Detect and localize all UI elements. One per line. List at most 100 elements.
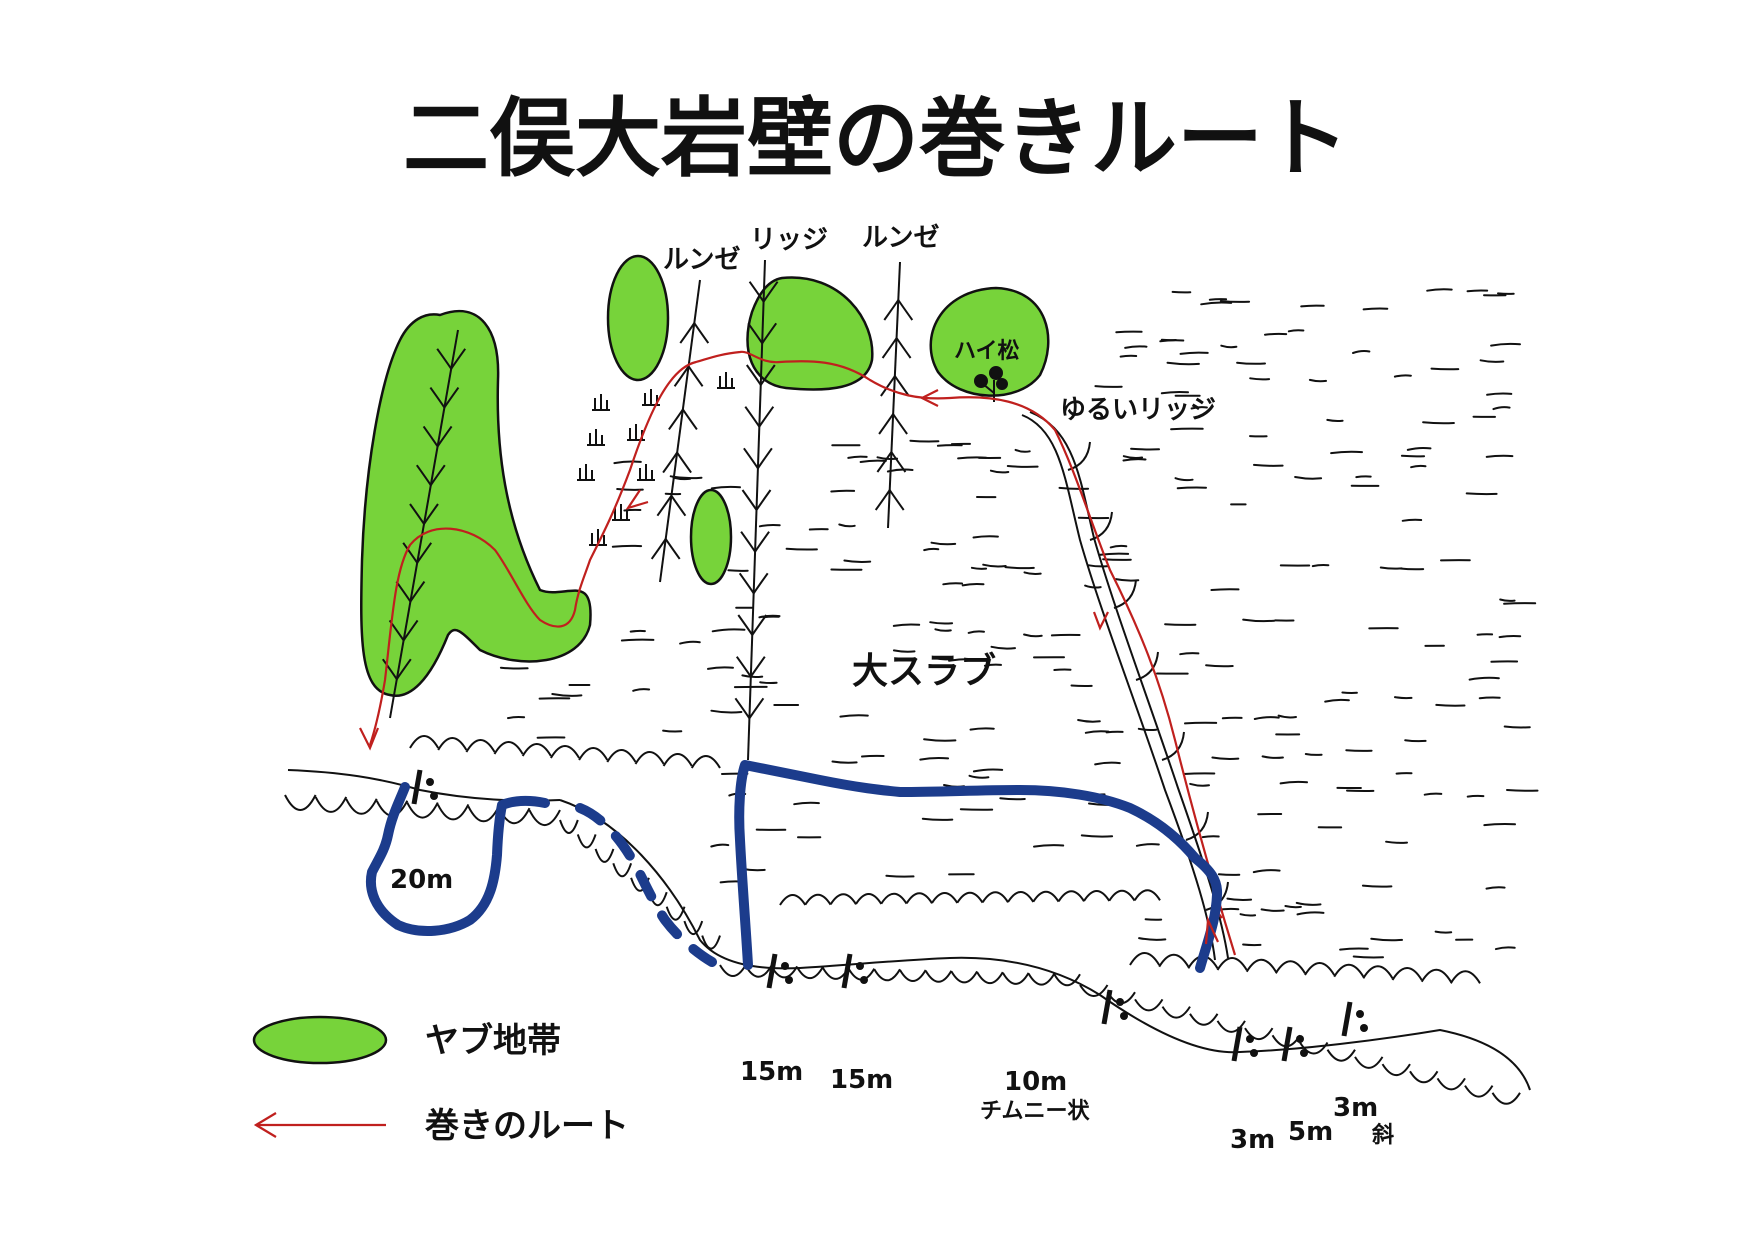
gully-chevron xyxy=(738,572,769,596)
legend-route-label: 巻きのルート xyxy=(425,1106,629,1146)
slab-dash xyxy=(1208,298,1228,301)
gully-chevron xyxy=(745,364,776,387)
blue-route-arrowhead xyxy=(1204,915,1220,945)
slab-dash xyxy=(1252,869,1281,874)
haimatsu-icon xyxy=(974,366,1008,402)
slab-dash xyxy=(1137,727,1158,731)
slab-dash xyxy=(1479,359,1505,363)
cliff-scallop xyxy=(956,891,984,904)
slab-dash xyxy=(1311,563,1330,568)
slab-dash xyxy=(611,544,643,548)
slab-dash xyxy=(1494,946,1516,951)
slab-dash xyxy=(1122,455,1144,459)
cliff-scallop xyxy=(1189,1013,1219,1026)
cliff-scallop xyxy=(576,834,597,849)
cliff-scallop xyxy=(662,753,693,767)
cliff-scallop xyxy=(578,747,609,761)
slab-dash xyxy=(1339,947,1369,951)
slab-dash xyxy=(1330,450,1363,455)
slab-dash xyxy=(1261,755,1284,759)
slab-dash xyxy=(620,638,655,642)
legend-bush-swatch xyxy=(252,1015,388,1065)
slab-dash xyxy=(839,714,869,718)
slab-dash xyxy=(1189,782,1210,787)
grass-tuft xyxy=(612,504,630,521)
detour-route xyxy=(368,350,1237,956)
label-slant: 斜 xyxy=(1371,1122,1394,1148)
cliff-scallop xyxy=(612,862,633,878)
ridge-hook xyxy=(1135,651,1159,681)
slab-dash xyxy=(1485,886,1506,890)
gully-chevron xyxy=(436,348,467,371)
slab-dash xyxy=(1399,567,1425,571)
slab-dash xyxy=(968,774,990,779)
cliff-scallop xyxy=(1108,889,1136,902)
slab-dash xyxy=(1077,719,1101,723)
gully-chevron xyxy=(429,387,460,410)
slab-dash xyxy=(1205,664,1234,668)
slab-dash xyxy=(831,760,858,764)
slab-dash xyxy=(989,469,1010,474)
waterfall-dot xyxy=(1300,1049,1308,1057)
slab-dash xyxy=(1242,943,1262,947)
slab-dash xyxy=(1115,578,1140,582)
slab-dash xyxy=(892,623,921,627)
cliff-scallop xyxy=(493,741,524,755)
slab-dash xyxy=(1345,749,1373,752)
cliff-scallop xyxy=(437,737,468,751)
cliff-scallop xyxy=(550,745,580,759)
slab-dash xyxy=(847,455,868,459)
slab-dash xyxy=(1084,730,1110,734)
cliff-scallop xyxy=(1304,962,1336,976)
gully-lines xyxy=(381,259,914,761)
slab-dash xyxy=(967,630,985,634)
slab-dash xyxy=(1217,873,1241,876)
cliff-scallop xyxy=(1079,984,1109,997)
slab-dash xyxy=(942,582,964,586)
cliff-scallop xyxy=(1333,963,1365,978)
slab-dash xyxy=(1468,676,1500,681)
slab-dash xyxy=(1406,446,1432,451)
slab-dash xyxy=(679,640,701,645)
cliff-scallop xyxy=(1053,973,1081,987)
slab-dash xyxy=(1426,288,1453,292)
cliff-scallop xyxy=(1216,1020,1246,1033)
slab-dash xyxy=(1361,884,1393,888)
ridge-hook xyxy=(1113,579,1137,609)
gully-chevron xyxy=(878,412,908,435)
slab-dash xyxy=(1410,464,1427,469)
gully-chevron xyxy=(415,464,446,488)
slab-dash xyxy=(1201,835,1220,839)
cliff-scallop xyxy=(719,964,747,977)
slab-dash xyxy=(972,535,999,539)
gully-chevron xyxy=(422,425,453,449)
gully-chevron xyxy=(402,542,433,565)
cliff-scallop xyxy=(981,891,1009,903)
gully-chevron xyxy=(734,697,765,721)
slab-dash xyxy=(1023,571,1042,575)
slab-dash xyxy=(969,727,995,731)
cliff-scallop xyxy=(1134,998,1164,1012)
cliff-scallop xyxy=(779,894,807,906)
slab-dash xyxy=(1486,392,1513,396)
cliff-scallop xyxy=(594,848,615,863)
blue-route xyxy=(366,760,1223,973)
slab-dash xyxy=(990,645,1016,650)
cliff-scallop xyxy=(345,798,378,815)
slab-dash xyxy=(930,541,957,546)
cliff-edge-middle xyxy=(559,799,1531,1091)
waterfall-dot xyxy=(1356,1010,1364,1018)
cliff-scallop xyxy=(1354,1056,1384,1069)
slab-dash xyxy=(1023,633,1043,638)
waterfall-dot xyxy=(1250,1049,1258,1057)
slab-dash xyxy=(1434,930,1453,934)
slab-dash xyxy=(859,459,887,463)
label-gentle-ridge: ゆるいリッジ xyxy=(1060,395,1216,425)
cliff-scallop xyxy=(314,796,348,813)
slab-dash xyxy=(1249,377,1271,381)
slab-dash xyxy=(909,439,940,443)
gully-chevron xyxy=(744,406,775,429)
slab-dash xyxy=(929,621,954,625)
slab-dash xyxy=(843,559,872,563)
gully-chevron xyxy=(388,619,419,643)
